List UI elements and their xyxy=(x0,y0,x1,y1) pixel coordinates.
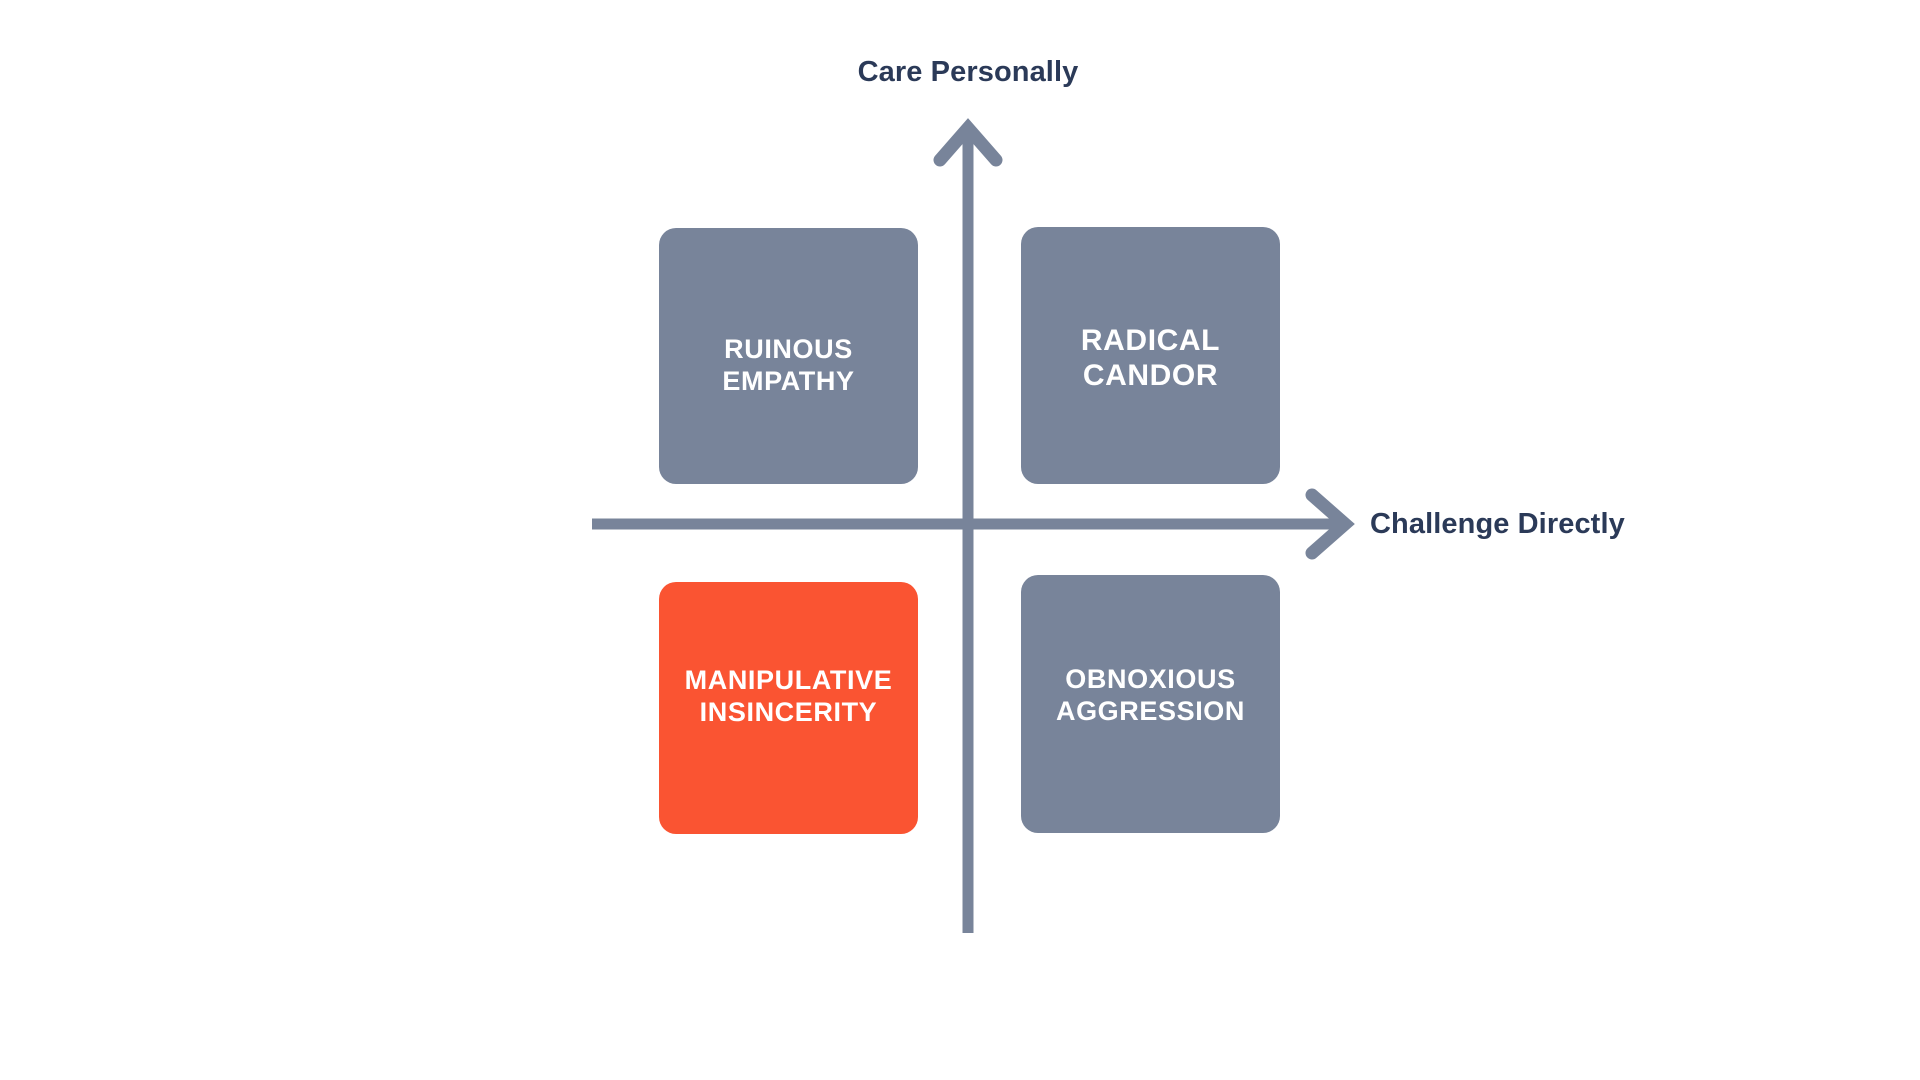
quadrant-label: RUINOUS EMPATHY xyxy=(722,334,855,396)
x-axis-label: Challenge Directly xyxy=(1370,508,1625,540)
quadrant-ruinous-empathy[interactable]: RUINOUS EMPATHY xyxy=(659,228,918,484)
quadrant-label: OBNOXIOUS AGGRESSION xyxy=(1055,664,1246,726)
arrow-right-icon xyxy=(1305,488,1355,560)
quadrant-label: MANIPULATIVE INSINCERITY xyxy=(684,665,893,727)
quadrant-label: RADICAL CANDOR xyxy=(1080,324,1221,393)
quadrant-radical-candor[interactable]: RADICAL CANDOR xyxy=(1021,227,1280,484)
arrow-up-icon xyxy=(933,118,1003,167)
quadrant-obnoxious-aggression[interactable]: OBNOXIOUS AGGRESSION xyxy=(1021,575,1280,833)
quadrant-manipulative-insincerity[interactable]: MANIPULATIVE INSINCERITY xyxy=(659,582,918,834)
y-axis-label: Care Personally xyxy=(857,56,1079,88)
